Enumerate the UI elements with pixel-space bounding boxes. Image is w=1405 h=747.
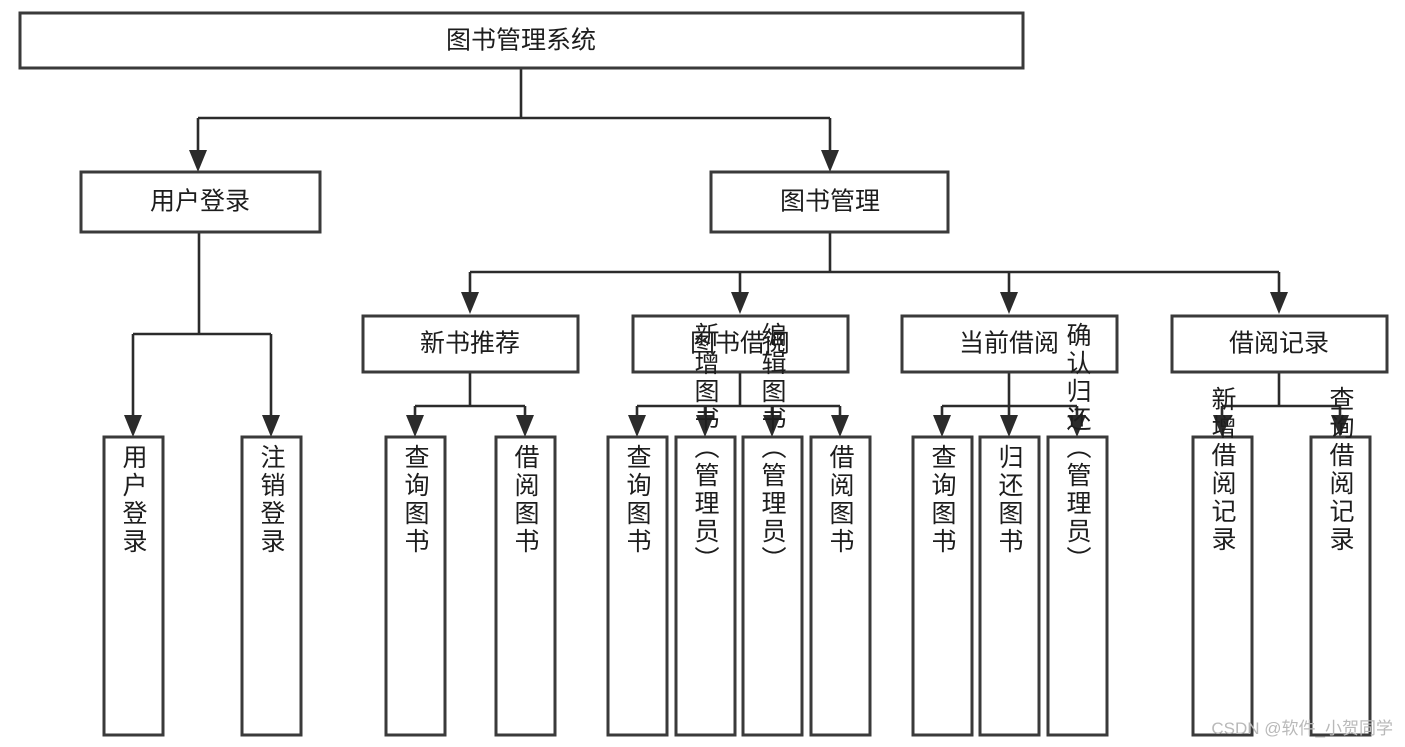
node-root-box[interactable] (18, 11, 1025, 70)
leaf-query-book-1-box[interactable] (384, 435, 447, 737)
leaf-borrow-book-2-box[interactable] (809, 435, 872, 737)
node-book-manage-box[interactable] (709, 170, 950, 234)
leaf-query-book-3-box[interactable] (911, 435, 974, 737)
node-new-book-recommend[interactable]: 新书推荐 (361, 314, 580, 374)
leaf-add-record-box[interactable] (1191, 435, 1254, 737)
leaf-node[interactable]: 借阅图书 (494, 435, 557, 737)
node-book-manage-label: 图书管理 (780, 188, 880, 216)
leaf-return-book-box[interactable] (978, 435, 1041, 737)
connector-group-book-manage (461, 232, 1288, 314)
node-borrow-record[interactable]: 借阅记录 (1170, 314, 1389, 374)
arrow-icon (189, 150, 207, 172)
node-new-book-recommend-label: 新书推荐 (420, 330, 520, 358)
arrow-icon (516, 415, 534, 437)
leaf-add-book-box[interactable] (674, 435, 737, 737)
node-user-login-box[interactable] (79, 170, 322, 234)
leaf-logout-box[interactable] (240, 435, 303, 737)
node-book-borrow-label: 图书借阅 (690, 330, 790, 358)
leaf-logout-label: 注销登录 (257, 444, 286, 556)
leaf-node[interactable]: 查询借阅记录 (1309, 386, 1372, 737)
node-current-borrow[interactable]: 当前借阅 (900, 314, 1119, 374)
node-user-login-label: 用户登录 (150, 188, 250, 216)
node-root-label: 图书管理系统 (446, 27, 596, 55)
leaf-query-book-3-label: 查询图书 (928, 444, 957, 556)
arrow-icon (933, 415, 951, 437)
node-borrow-record-label: 借阅记录 (1229, 330, 1329, 358)
arrow-icon (406, 415, 424, 437)
leaf-query-book-2-box[interactable] (606, 435, 669, 737)
leaf-node[interactable]: 新增图书（管理员） (674, 322, 737, 737)
leaf-borrow-book-1-label: 借阅图书 (511, 444, 540, 556)
leaf-user-login-label: 用户登录 (119, 444, 148, 556)
node-new-book-recommend-box[interactable] (361, 314, 580, 374)
leaf-node[interactable]: 新增借阅记录 (1191, 386, 1254, 737)
node-book-manage[interactable]: 图书管理 (709, 170, 950, 234)
watermark-text: CSDN @软件_小贺同学 (1211, 719, 1393, 738)
arrow-icon (628, 415, 646, 437)
leaf-node[interactable]: 用户登录 (102, 435, 165, 737)
leaf-node[interactable]: 查询图书 (384, 435, 447, 737)
arrow-icon (1270, 292, 1288, 314)
leaf-query-book-2-label: 查询图书 (623, 444, 652, 556)
node-current-borrow-label: 当前借阅 (959, 330, 1059, 358)
leaf-edit-book-box[interactable] (741, 435, 804, 737)
leaf-node[interactable]: 注销登录 (240, 435, 303, 737)
arrow-icon (831, 415, 849, 437)
leaf-node[interactable]: 确认归还（管理员） (1046, 322, 1109, 737)
node-borrow-record-box[interactable] (1170, 314, 1389, 374)
leaf-node[interactable]: 查询图书 (911, 435, 974, 737)
connector-group-new-book-recommend (406, 372, 534, 437)
connector-group-book-borrow (628, 372, 849, 437)
node-root[interactable]: 图书管理系统 (18, 11, 1025, 70)
leaf-confirm-return-label: 确认归还（管理员） (1063, 322, 1092, 574)
leaf-node[interactable]: 编辑图书（管理员） (741, 322, 804, 737)
leaf-query-book-1-label: 查询图书 (401, 444, 430, 556)
leaf-user-login-box[interactable] (102, 435, 165, 737)
node-user-login[interactable]: 用户登录 (79, 170, 322, 234)
node-book-borrow[interactable]: 图书借阅 (631, 314, 850, 374)
leaf-edit-book-label: 编辑图书（管理员） (758, 322, 787, 574)
node-book-borrow-box[interactable] (631, 314, 850, 374)
leaf-node[interactable]: 查询图书 (606, 435, 669, 737)
connector-group-current-borrow (933, 372, 1086, 437)
arrow-icon (821, 150, 839, 172)
leaf-add-book-label: 新增图书（管理员） (691, 322, 720, 574)
leaf-borrow-book-2-label: 借阅图书 (826, 444, 855, 556)
leaf-add-record-label: 新增借阅记录 (1208, 386, 1237, 554)
arrow-icon (124, 415, 142, 437)
leaf-query-record-box[interactable] (1309, 435, 1372, 737)
leaf-query-record-label: 查询借阅记录 (1326, 386, 1355, 554)
arrow-icon (461, 292, 479, 314)
leaf-return-book-label: 归还图书 (995, 444, 1024, 556)
arrow-icon (1000, 415, 1018, 437)
leaf-borrow-book-1-box[interactable] (494, 435, 557, 737)
connector-group-borrow-record (1213, 372, 1349, 437)
leaf-node[interactable]: 借阅图书 (809, 435, 872, 737)
node-current-borrow-box[interactable] (900, 314, 1119, 374)
arrow-icon (1000, 292, 1018, 314)
connector-group-root (189, 68, 839, 172)
connector-group-user-login (124, 232, 280, 437)
leaf-confirm-return-box[interactable] (1046, 435, 1109, 737)
arrow-icon (731, 292, 749, 314)
arrow-icon (262, 415, 280, 437)
leaf-node[interactable]: 归还图书 (978, 435, 1041, 737)
